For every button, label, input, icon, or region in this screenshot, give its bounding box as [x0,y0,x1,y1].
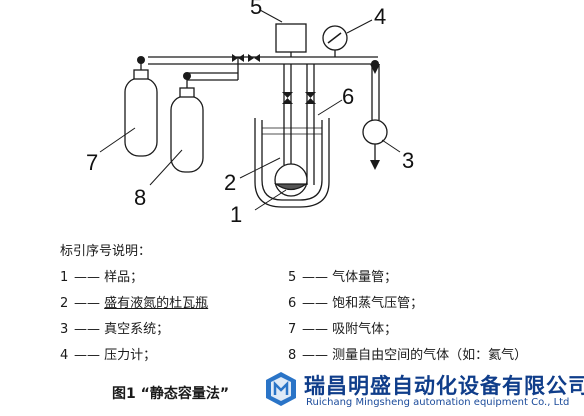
legend-title: 标引序号说明： [60,244,152,259]
valve [248,54,260,62]
callout-4: 4 [374,4,386,29]
legend-num: 6 [288,296,297,311]
legend-item: 3—— 真空系统； [60,322,170,337]
legend-text: 样品； [104,270,144,285]
gas-burette [275,23,307,53]
legend-num: 8 [288,348,297,363]
legend-text: 压力计； [104,348,157,363]
cylinder-8 [170,95,204,173]
legend-item: 2—— 盛有液氮的杜瓦瓶 [60,296,209,311]
legend-num: 2 [60,296,69,311]
legend-text: 气体量管； [332,270,398,285]
legend-num: 1 [60,270,69,285]
valve [232,54,244,62]
legend-item: 8—— 测量自由空间的气体（如：氦气） [288,348,528,363]
legend-num: 4 [60,348,69,363]
company-name: 瑞昌明盛自动化设备有限公司 [304,374,584,398]
legend-text: 盛有液氮的杜瓦瓶 [104,296,209,311]
callout-2: 2 [224,170,236,195]
legend-item: 6—— 饱和蒸气压管； [288,296,424,311]
manifold-pipe [148,56,378,65]
valve [305,92,316,104]
legend-num: 3 [60,322,69,337]
legend-item: 1—— 样品； [60,270,144,285]
legend-text: 吸附气体； [332,322,398,337]
figure-caption: 图1 “静态容量法” [112,386,230,402]
sample-bulb [274,163,308,197]
callout-1: 1 [230,202,242,227]
company-name-en: Ruichang Mingsheng automation equipment … [306,397,570,408]
dewar [261,120,323,201]
callout-5: 5 [250,0,262,19]
legend-text: 测量自由空间的气体（如：氦气） [332,348,528,363]
callout-3: 3 [402,148,414,173]
legend-num: 5 [288,270,297,285]
callout-8: 8 [134,185,146,210]
legend-item: 4—— 压力计； [60,348,157,363]
legend-item: 7—— 吸附气体； [288,322,398,337]
cylinder-7 [124,77,158,157]
apparatus-diagram: 5 4 6 7 8 2 1 3 [86,0,414,227]
callout-7: 7 [86,150,98,175]
watermark: 瑞昌明盛自动化设备有限公司 Ruichang Mingsheng automat… [262,368,584,414]
legend-text: 饱和蒸气压管； [332,296,424,311]
callout-6: 6 [342,84,354,109]
legend-item: 5—— 气体量管； [288,270,398,285]
company-logo-icon [266,372,296,406]
legend-num: 7 [288,322,297,337]
valve [282,92,293,104]
legend-text: 真空系统； [104,322,170,337]
